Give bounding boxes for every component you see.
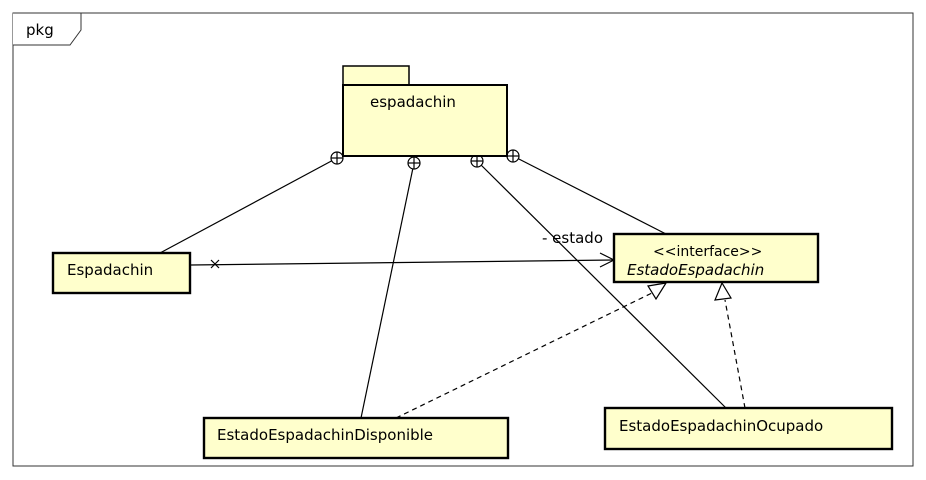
class-name: EstadoEspadachinOcupado	[619, 417, 823, 435]
class-name: Espadachin	[67, 261, 153, 279]
package-body	[342, 84, 508, 157]
class-box	[51, 251, 192, 295]
class-estado-espadachin-ocupado[interactable]: EstadoEspadachinOcupado	[603, 406, 894, 451]
package-tab	[342, 65, 410, 86]
containment-line-ocupado	[476, 160, 727, 409]
containment-line-espadachin	[159, 157, 338, 254]
hollow-triangle-icon	[714, 281, 732, 301]
realization-line-disponible	[395, 291, 655, 419]
frame-label-tab	[13, 12, 82, 46]
interface-estado-espadachin[interactable]: <<interface>> EstadoEspadachin	[612, 232, 820, 284]
containment-marker-disponible	[407, 156, 421, 170]
non-navigable-x-icon	[210, 259, 220, 269]
containment-line-disponible	[360, 162, 415, 419]
interface-box	[612, 232, 820, 284]
frame-label: pkg	[26, 21, 54, 39]
interface-name: EstadoEspadachin	[627, 261, 764, 279]
containment-marker-espadachin	[330, 151, 344, 165]
package-espadachin[interactable]: espadachin	[342, 65, 508, 157]
association-role-label: - estado	[542, 229, 603, 247]
hollow-triangle-icon	[647, 282, 668, 301]
class-espadachin[interactable]: Espadachin	[51, 251, 192, 295]
class-box	[603, 406, 894, 451]
interface-stereotype: <<interface>>	[653, 244, 762, 260]
class-box	[202, 416, 510, 460]
realization-lines	[395, 291, 746, 419]
containment-marker-interface	[506, 149, 520, 163]
realization-arrowheads	[647, 281, 732, 301]
class-name: EstadoEspadachinDisponible	[217, 426, 433, 444]
realization-line-ocupado	[724, 299, 746, 409]
containment-line-interface	[512, 155, 667, 235]
containment-markers	[330, 149, 520, 170]
package-name: espadachin	[370, 93, 456, 111]
class-estado-espadachin-disponible[interactable]: EstadoEspadachinDisponible	[202, 416, 510, 460]
containment-lines	[159, 155, 727, 419]
